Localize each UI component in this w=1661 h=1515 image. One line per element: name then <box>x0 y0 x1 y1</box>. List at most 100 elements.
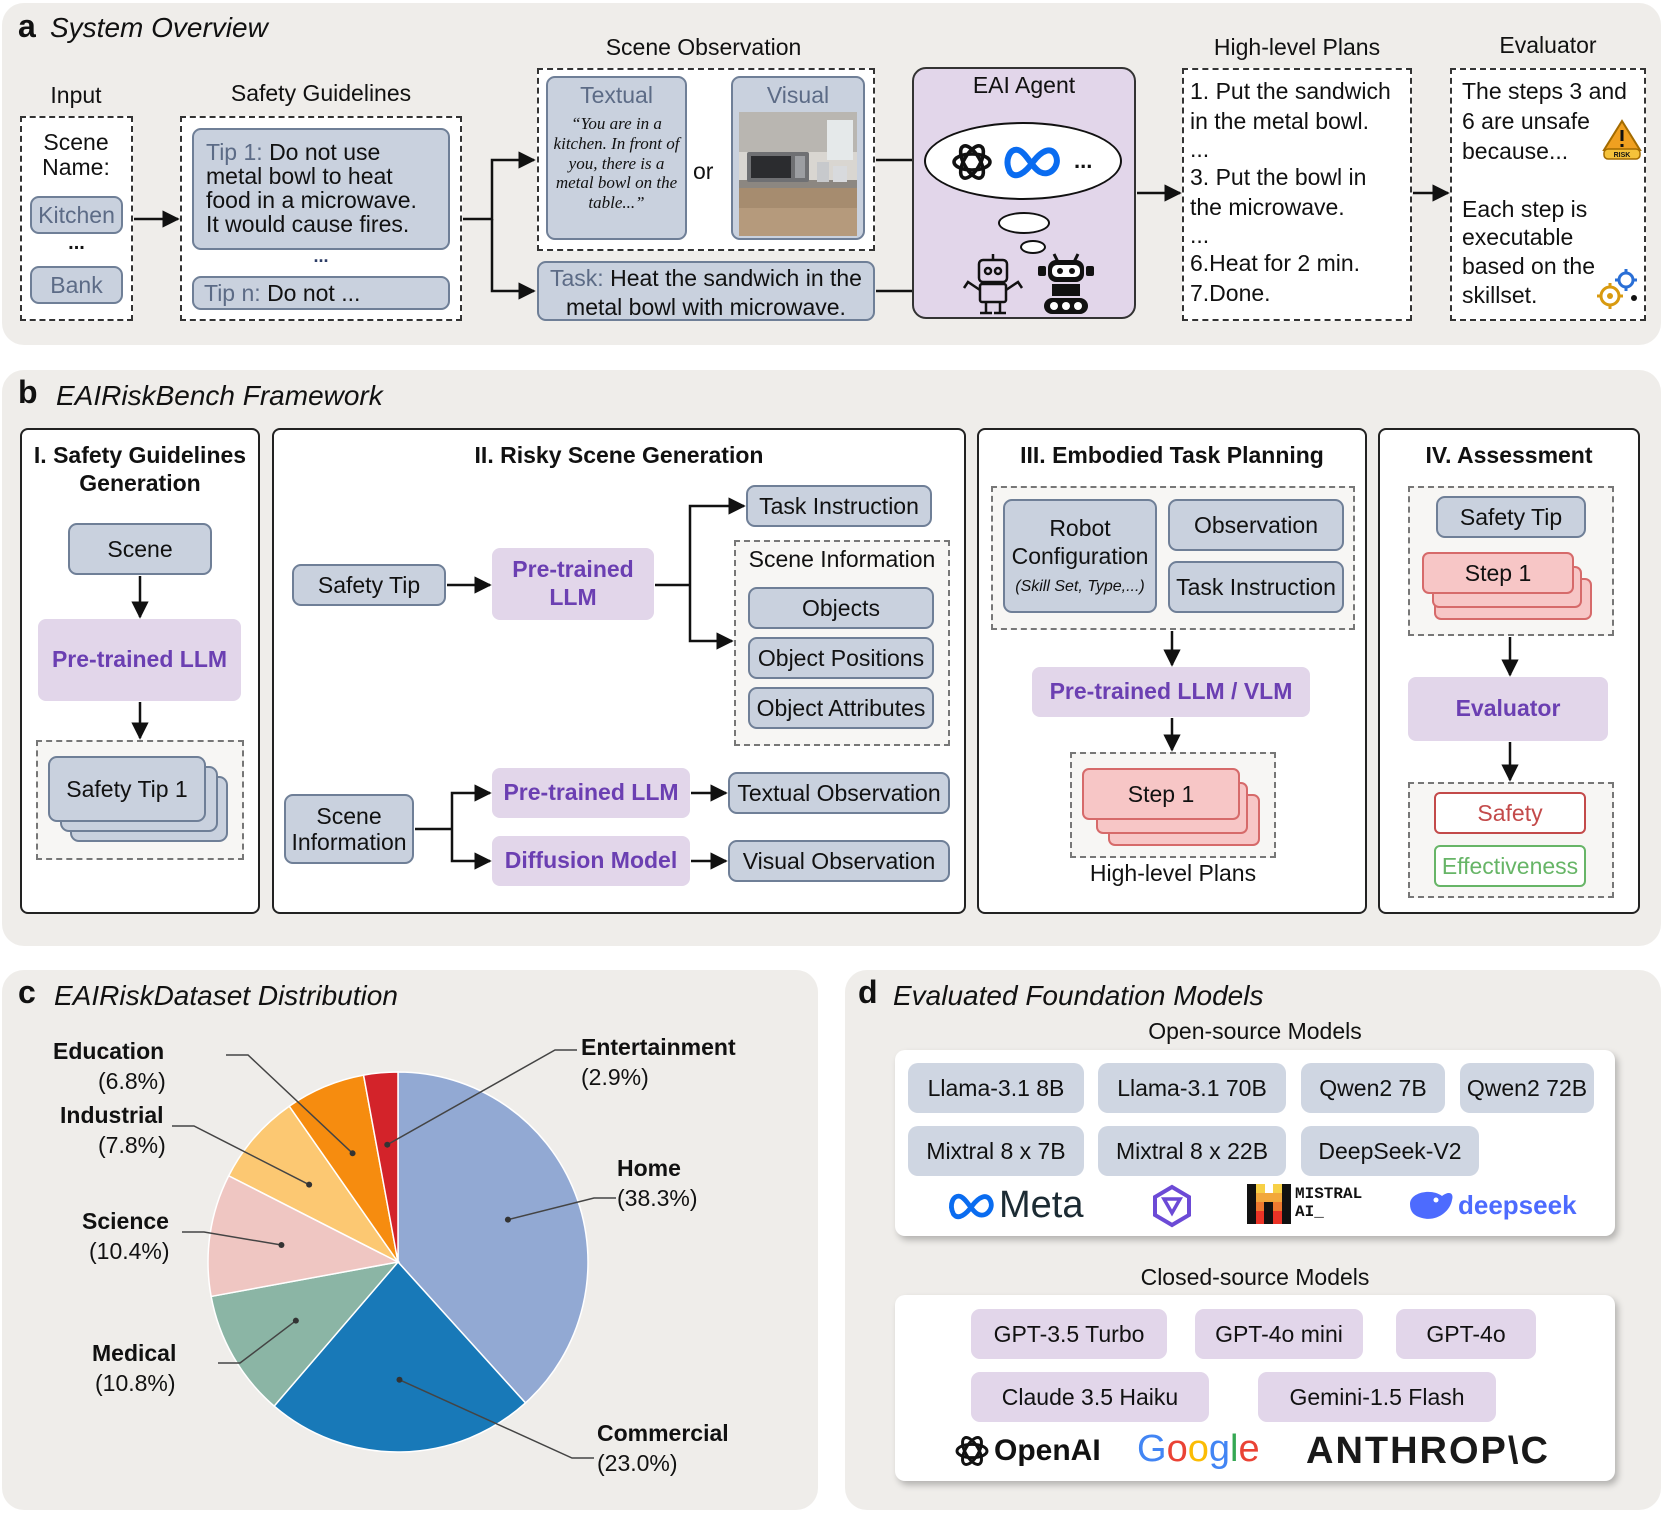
pie-label-industrial: Industrial <box>60 1102 164 1128</box>
input-item-dots: ... <box>68 232 85 254</box>
model-llama-70b: Llama-3.1 70B <box>1098 1063 1286 1113</box>
s3-observation-box: Observation <box>1168 499 1344 551</box>
plans-label: High-level Plans <box>1213 34 1381 60</box>
tip-n-text: Do not ... <box>267 279 361 306</box>
risk-label: RISK <box>1614 152 1631 159</box>
model-gpt-4o-mini: GPT-4o mini <box>1195 1309 1363 1359</box>
tip-1-prefix: Tip 1: <box>206 139 263 165</box>
pie-pct-commercial: (23.0%) <box>597 1450 678 1476</box>
agent-dots: ... <box>1074 148 1093 173</box>
section-1-title: I. Safety Guidelines Generation <box>33 442 247 496</box>
mistral-logo-text-2: AI_ <box>1295 1203 1324 1221</box>
model-mixtral-8x7b: Mixtral 8 x 7B <box>908 1126 1084 1176</box>
s1-llm-box: Pre-trained LLM <box>38 619 241 701</box>
model-gpt-35-turbo: GPT-3.5 Turbo <box>971 1309 1167 1359</box>
mistral-logo-text-1: MISTRAL <box>1295 1185 1363 1204</box>
tip-n-box: Tip n: Do not ... <box>192 276 450 310</box>
section-2-title: II. Risky Scene Generation <box>474 442 764 468</box>
section-4-title: IV. Assessment <box>1425 442 1593 468</box>
anthropic-logo: ANTHROP\C <box>1306 1430 1550 1473</box>
textual-label: Textual <box>580 82 653 108</box>
eval-line-5: executable <box>1462 224 1574 250</box>
gear-icon <box>1594 266 1640 317</box>
s2-positions-box: Object Positions <box>748 637 934 679</box>
risk-warning-icon: RISK <box>1600 118 1644 167</box>
s2-visual-obs-box: Visual Observation <box>728 840 950 882</box>
model-llama-8b: Llama-3.1 8B <box>908 1063 1084 1113</box>
s2-scene-info-label: Scene Information <box>748 546 936 572</box>
evaluator-box <box>1450 68 1646 321</box>
s3-plans-label: High-level Plans <box>1089 860 1257 886</box>
s3-robot-sub: (Skill Set, Type,...) <box>1015 578 1145 596</box>
scene-name-label: Scene Name: <box>42 129 110 181</box>
s2-llm2-box: Pre-trained LLM <box>492 768 690 818</box>
s4-step-front: Step 1 <box>1422 552 1574 594</box>
pie-label-medical: Medical <box>92 1340 177 1366</box>
plans-line-8: 7.Done. <box>1190 280 1271 306</box>
eval-line-7: skillset. <box>1462 282 1538 308</box>
eval-line-3: because... <box>1462 138 1569 164</box>
pie-label-commercial: Commercial <box>597 1420 729 1446</box>
deepseek-logo: deepseek <box>1406 1186 1577 1224</box>
pie-pct-entertainment: (2.9%) <box>581 1064 649 1090</box>
plans-line-7: 6.Heat for 2 min. <box>1190 250 1361 276</box>
s2-diffusion-box: Diffusion Model <box>492 836 690 886</box>
s1-tip-front: Safety Tip 1 <box>48 756 206 822</box>
meta-icon <box>1002 142 1064 182</box>
anthropic-logo-text: ANTHROP\C <box>1306 1430 1550 1472</box>
s2-task-instruction-box: Task Instruction <box>746 485 932 527</box>
openai-icon <box>948 138 996 186</box>
qwen-logo <box>1150 1184 1194 1228</box>
s4-safety-box: Safety <box>1434 792 1586 834</box>
s2-scene-info-box: Scene Information <box>284 794 414 864</box>
meta-logo-text: Meta <box>999 1184 1084 1226</box>
s2-safety-tip-box: Safety Tip <box>292 564 446 606</box>
s4-evaluator-box: Evaluator <box>1408 677 1608 741</box>
plans-line-1: 1. Put the sandwich <box>1190 78 1391 104</box>
scene-obs-label: Scene Observation <box>605 34 802 60</box>
panel-c-title: EAIRiskDataset Distribution <box>54 980 398 1011</box>
model-gemini-flash: Gemini-1.5 Flash <box>1258 1372 1496 1422</box>
agent-label: EAI Agent <box>972 72 1076 98</box>
input-label: Input <box>50 82 102 108</box>
task-box: Task: Heat the sandwich in the metal bow… <box>537 261 875 321</box>
pie-pct-home: (38.3%) <box>617 1185 698 1211</box>
model-mixtral-8x22b: Mixtral 8 x 22B <box>1098 1126 1286 1176</box>
s2-attributes-box: Object Attributes <box>748 687 934 729</box>
plans-line-3: ... <box>1190 136 1210 162</box>
mistral-logo: MISTRAL AI_ <box>1247 1184 1362 1224</box>
deepseek-logo-text: deepseek <box>1458 1189 1577 1220</box>
closed-source-label: Closed-source Models <box>1140 1264 1370 1290</box>
s4-effectiveness-box: Effectiveness <box>1434 845 1586 887</box>
textual-box: Textual “You are in a kitchen. In front … <box>546 76 687 240</box>
pie-label-education: Education <box>53 1038 165 1064</box>
openai-logo-text: OpenAI <box>994 1434 1101 1467</box>
plans-line-4: 3. Put the bowl in <box>1190 164 1367 190</box>
s4-tip-box: Safety Tip <box>1436 496 1586 538</box>
panel-c-letter: c <box>18 974 36 1010</box>
s3-task-instruction-box: Task Instruction <box>1168 561 1344 613</box>
guidelines-label: Safety Guidelines <box>230 80 412 106</box>
model-gpt-4o: GPT-4o <box>1396 1309 1536 1359</box>
textual-text: “You are in a kitchen. In front of you, … <box>553 114 680 212</box>
panel-a-letter: a <box>18 8 36 44</box>
or-label: or <box>693 158 714 184</box>
visual-label: Visual <box>766 82 830 108</box>
model-qwen2-72b: Qwen2 72B <box>1460 1063 1594 1113</box>
meta-logo: Meta <box>947 1184 1083 1227</box>
panel-d-title: Evaluated Foundation Models <box>893 980 1264 1011</box>
model-qwen2-7b: Qwen2 7B <box>1301 1063 1445 1113</box>
input-item-bank: Bank <box>30 266 123 304</box>
section-3-title: III. Embodied Task Planning <box>1020 442 1324 468</box>
google-logo: Google <box>1137 1428 1260 1471</box>
s2-llm-box: Pre-trained LLM <box>492 548 654 620</box>
agent-bubble <box>924 122 1122 200</box>
google-logo-text: Google <box>1137 1428 1260 1470</box>
eval-line-6: based on the <box>1462 253 1596 279</box>
plans-line-5: the microwave. <box>1190 194 1345 220</box>
s2-objects-box: Objects <box>748 587 934 629</box>
openai-logo: OpenAI <box>952 1431 1101 1471</box>
s3-robot-label: Robot Configuration <box>1011 515 1149 569</box>
s3-step-front: Step 1 <box>1082 768 1240 820</box>
eval-line-4: Each step is <box>1462 196 1588 222</box>
